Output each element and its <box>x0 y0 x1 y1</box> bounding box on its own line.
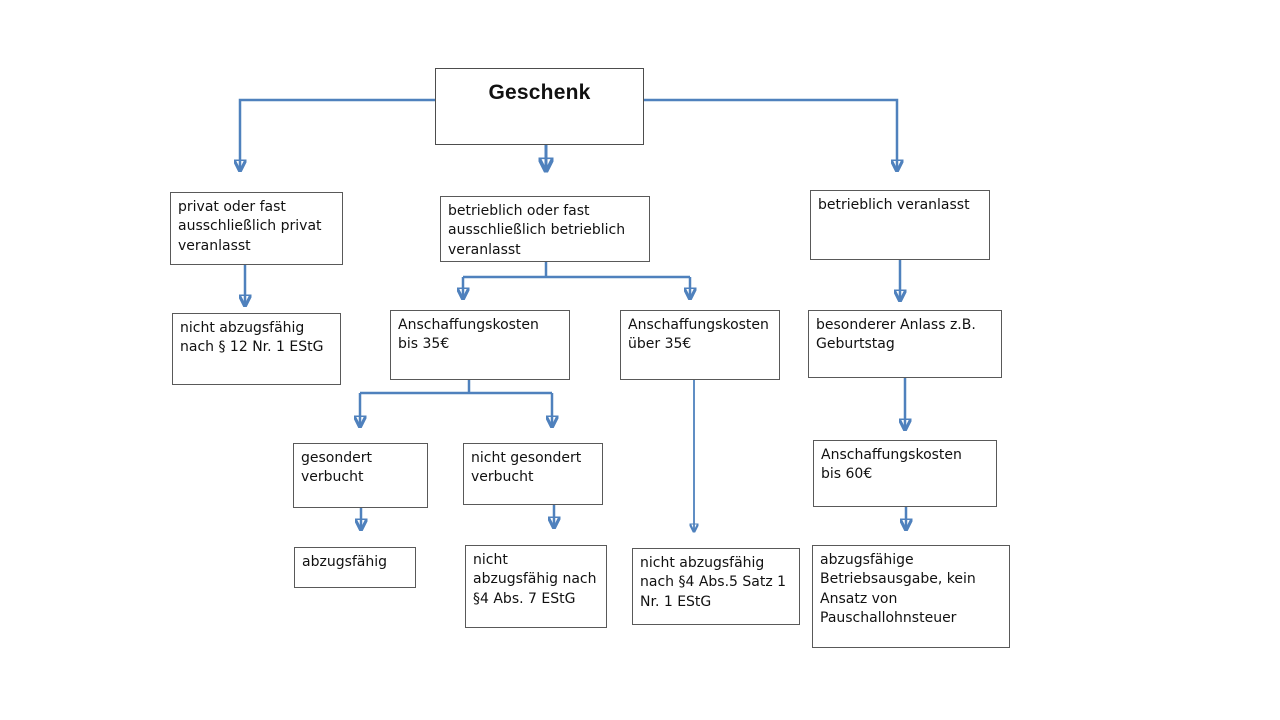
node-abzugsfaehig: abzugsfähig <box>294 547 416 588</box>
node-nicht-gesondert-verbucht: nicht gesondert verbucht <box>463 443 603 505</box>
node-betrieblich-fast-veranlasst: betrieblich oder fast ausschließlich bet… <box>440 196 650 262</box>
node-besonderer-anlass: besonderer Anlass z.B. Geburtstag <box>808 310 1002 378</box>
node-nicht-abzugsfaehig-par12: nicht abzugsfähig nach § 12 Nr. 1 EStG <box>172 313 341 385</box>
node-nicht-abzugsfaehig-par4-abs5: nicht abzugsfähig nach §4 Abs.5 Satz 1 N… <box>632 548 800 625</box>
node-geschenk: Geschenk <box>435 68 644 145</box>
node-gesondert-verbucht: gesondert verbucht <box>293 443 428 508</box>
connector-geschenk-privat <box>240 98 435 170</box>
node-anschaffungskosten-bis-60: Anschaffungskosten bis 60€ <box>813 440 997 507</box>
node-privat-veranlasst: privat oder fast ausschließlich privat v… <box>170 192 343 265</box>
node-nicht-abzugsfaehig-par4-abs7: nicht abzugsfähig nach §4 Abs. 7 EStG <box>465 545 607 628</box>
node-anschaffungskosten-ueber-35: Anschaffungskosten über 35€ <box>620 310 780 380</box>
node-abzugsfaehige-betriebsausgabe: abzugsfähige Betriebsausgabe, kein Ansat… <box>812 545 1010 648</box>
connector-geschenk-betrieblich <box>644 98 897 170</box>
node-anschaffungskosten-bis-35: Anschaffungskosten bis 35€ <box>390 310 570 380</box>
node-betrieblich-veranlasst: betrieblich veranlasst <box>810 190 990 260</box>
